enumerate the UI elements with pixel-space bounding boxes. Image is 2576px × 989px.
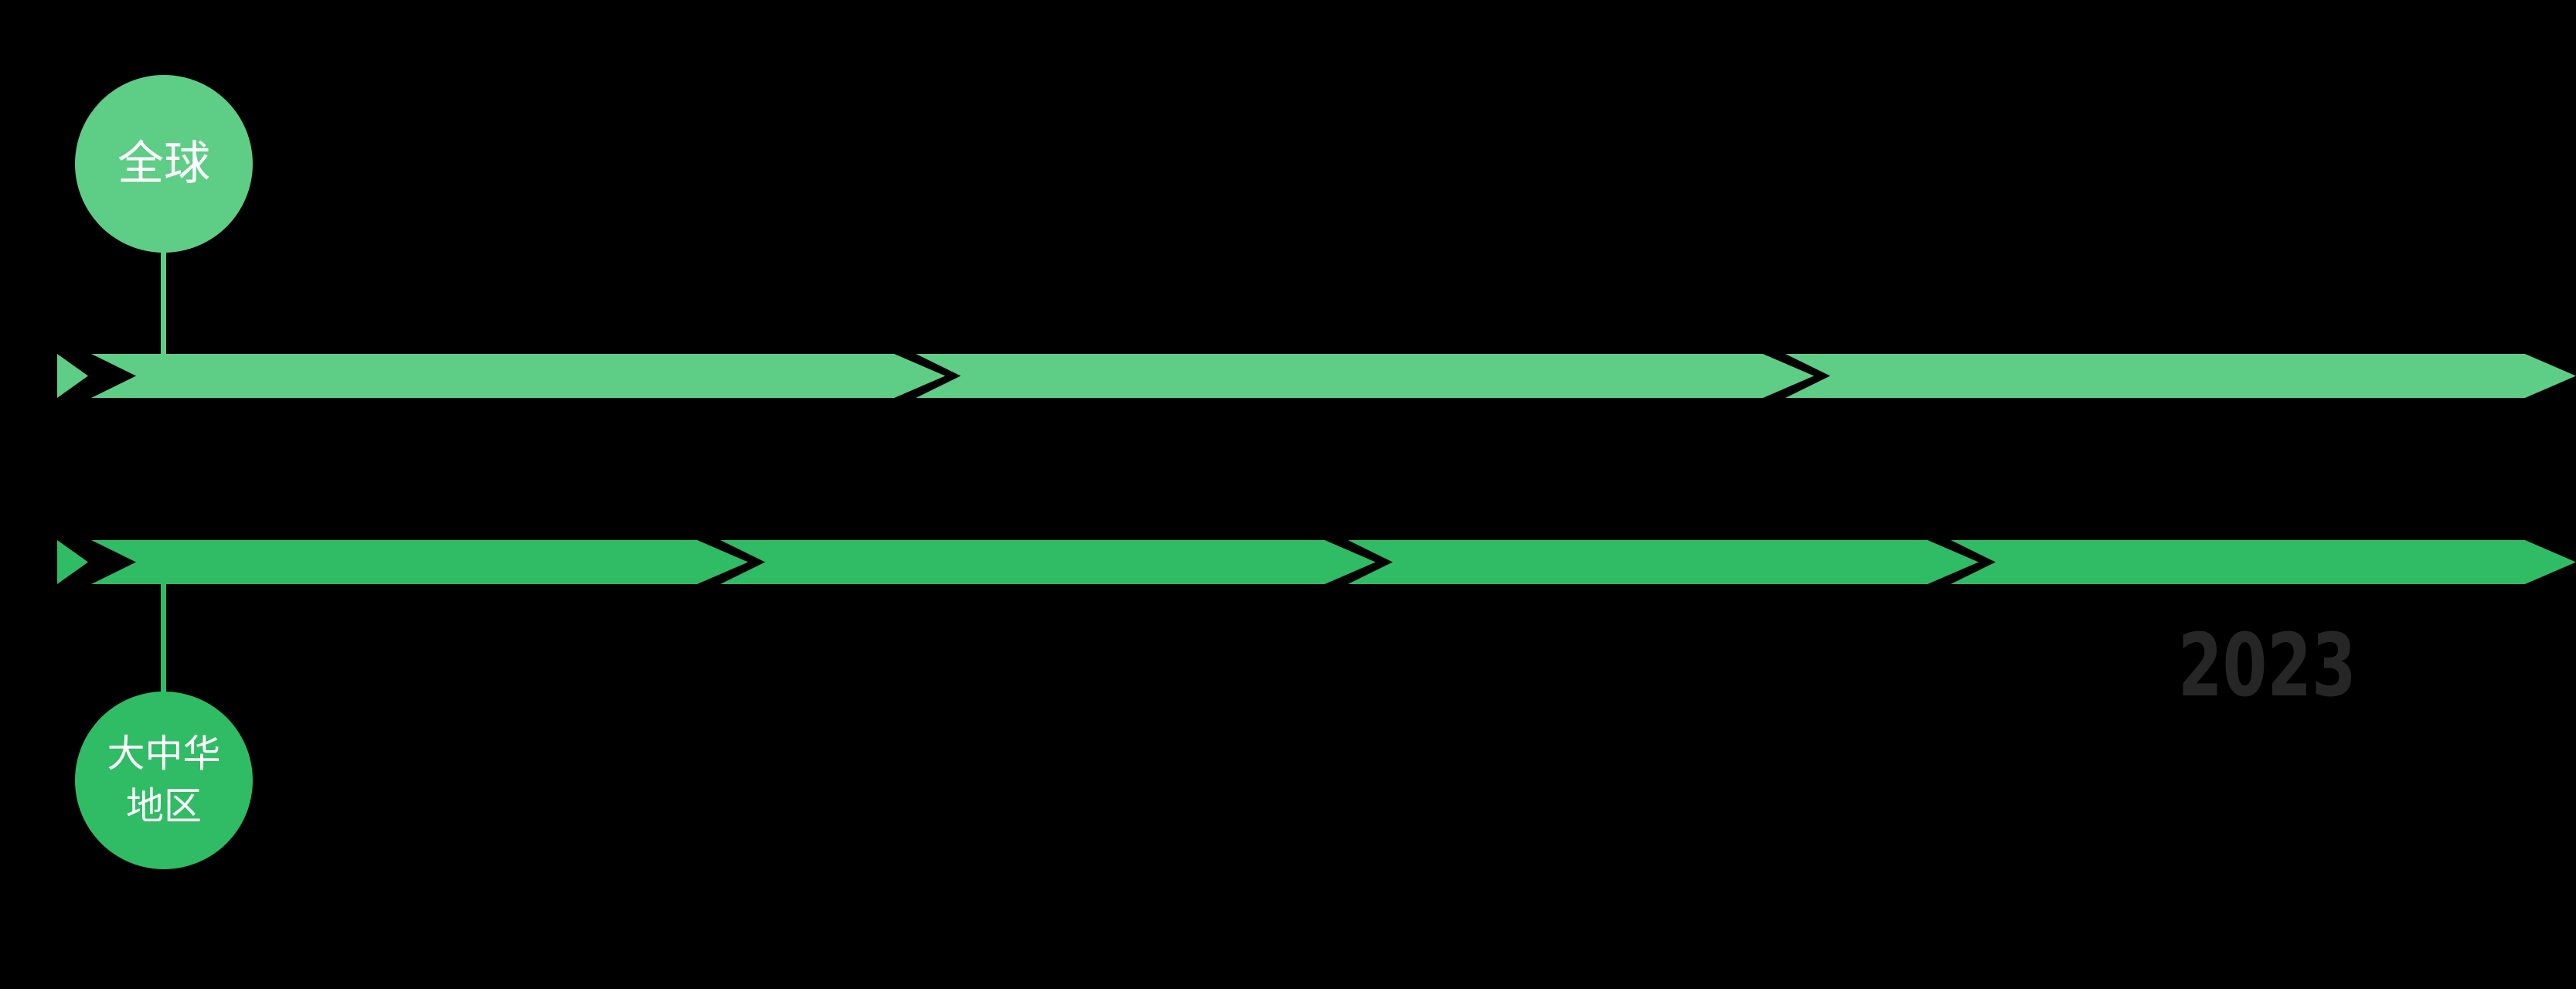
greater-china-node: 大中华 地区 — [75, 692, 253, 869]
arrow-start-cap-icon — [57, 354, 88, 398]
greater-china-node-connector — [161, 583, 166, 697]
timeline-segment — [1951, 540, 2576, 584]
timeline-segment — [1785, 354, 2576, 398]
timeline-segment — [91, 540, 748, 584]
greater-china-node-label-line2: 地区 — [125, 784, 202, 828]
timeline-segment — [720, 540, 1376, 584]
global-node-connector — [161, 247, 166, 355]
greater-china-node-label-line1: 大中华 — [107, 732, 221, 777]
timeline-segment — [91, 354, 945, 398]
timeline-segment — [1348, 540, 1979, 584]
year-label: 2023 — [2178, 616, 2357, 716]
arrow-start-cap-icon — [57, 540, 88, 584]
global-node-label: 全球 — [117, 137, 210, 191]
timeline-segment — [916, 354, 1814, 398]
global-node: 全球 — [75, 75, 253, 253]
